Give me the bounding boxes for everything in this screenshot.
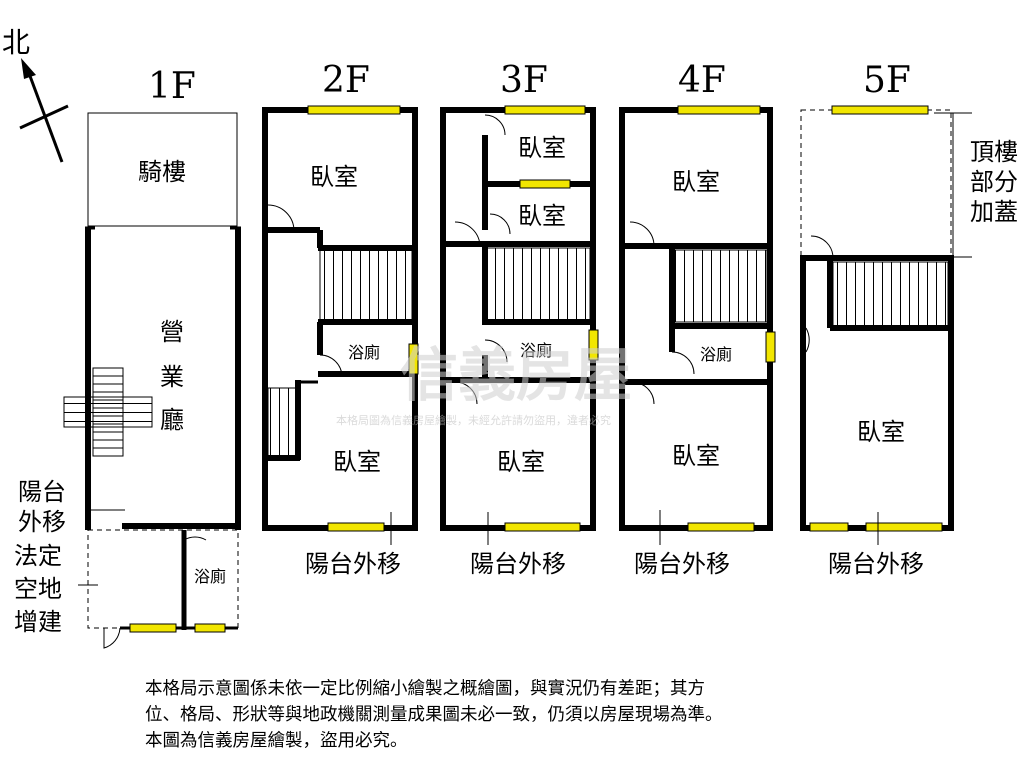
window-5f-top xyxy=(831,105,929,115)
note-roof-2: 部分 xyxy=(970,168,1018,196)
floor-5f: 5F 頂樓 部分 加蓋 臥室 陽台外移 xyxy=(800,60,1018,578)
window-3f-bottom xyxy=(504,522,581,532)
window-2f-bath xyxy=(408,343,419,375)
room-arcade: 騎樓 xyxy=(138,158,186,186)
window-3f-top xyxy=(504,105,586,115)
room-2f-bath: 浴廁 xyxy=(348,343,380,362)
room-4f-bath: 浴廁 xyxy=(700,345,732,364)
floor-2f: 2F 臥室 浴廁 臥室 陽台外移 xyxy=(262,60,419,578)
note-2f-balcony: 陽台外移 xyxy=(305,550,401,578)
room-5f-bed: 臥室 xyxy=(857,418,905,446)
room-3f-bed-top2: 臥室 xyxy=(518,202,566,230)
floor-label-5f: 5F xyxy=(863,60,911,101)
disclaimer-line-3: 本圖為信義房屋繪製，盜用必究。 xyxy=(145,731,408,751)
note-5f-balcony: 陽台外移 xyxy=(828,550,924,578)
room-3f-bath: 浴廁 xyxy=(520,341,552,360)
room-hall-char-3: 廳 xyxy=(160,406,184,434)
room-3f-bed-bottom: 臥室 xyxy=(497,448,545,476)
floor-label-1f: 1F xyxy=(148,66,196,107)
window-3f-bath xyxy=(588,329,599,361)
room-hall-char-1: 營 xyxy=(160,318,184,346)
room-bath-1f: 浴廁 xyxy=(194,567,226,586)
disclaimer: 本格局示意圖係未依一定比例縮小繪製之概繪圖，與實況仍有差距；其方 位、格局、形狀… xyxy=(145,676,885,754)
floor-3f: 3F 臥室 臥室 浴廁 臥室 陽台外移 xyxy=(440,60,599,578)
window-4f-top xyxy=(677,105,761,115)
north-label: 北 xyxy=(2,26,30,59)
window-5f-bottom-a xyxy=(809,522,849,532)
window-4f-bottom xyxy=(687,522,755,532)
floor-4f: 4F 臥室 浴廁 臥室 陽台外移 xyxy=(619,60,776,578)
watermark: 信義房屋 本格局圖為信義房屋繪製，未經允許請勿盜用，違者必究 xyxy=(336,341,632,427)
note-legal-2: 空地 xyxy=(14,575,62,603)
note-legal-1: 法定 xyxy=(14,542,62,570)
window-4f-bath xyxy=(765,331,776,363)
north-arrow-icon xyxy=(19,58,69,163)
room-3f-bed-top1: 臥室 xyxy=(518,134,566,162)
floor-label-3f: 3F xyxy=(500,60,548,101)
room-2f-bed-top: 臥室 xyxy=(310,163,358,191)
window-2f-bottom xyxy=(327,522,385,532)
window-1f-a xyxy=(129,623,177,633)
note-3f-balcony: 陽台外移 xyxy=(470,550,566,578)
room-hall-char-2: 業 xyxy=(160,363,184,391)
room-4f-bed-top: 臥室 xyxy=(672,168,720,196)
room-4f-bed-bottom: 臥室 xyxy=(672,442,720,470)
floor-label-4f: 4F xyxy=(678,60,726,101)
window-3f-mid xyxy=(519,179,571,189)
note-4f-balcony: 陽台外移 xyxy=(634,550,730,578)
note-roof-3: 加蓋 xyxy=(970,198,1018,226)
floor-label-2f: 2F xyxy=(322,60,370,101)
note-balcony-2: 外移 xyxy=(18,508,66,536)
watermark-notice: 本格局圖為信義房屋繪製，未經允許請勿盜用，違者必究 xyxy=(336,413,611,427)
note-legal-3: 增建 xyxy=(14,608,62,636)
watermark-brand: 信義房屋 xyxy=(400,341,632,409)
window-5f-bottom-b xyxy=(865,522,943,532)
note-balcony-1: 陽台 xyxy=(18,478,66,506)
room-2f-bed-bottom: 臥室 xyxy=(333,448,381,476)
window-2f-top xyxy=(307,105,401,115)
disclaimer-line-2: 位、格局、形狀等與地政機關測量成果圖未必一致，仍須以房屋現場為準。 xyxy=(145,705,723,725)
note-roof-1: 頂樓 xyxy=(970,138,1018,166)
disclaimer-line-1: 本格局示意圖係未依一定比例縮小繪製之概繪圖，與實況仍有差距；其方 xyxy=(145,679,705,699)
floor-1f: 1F 騎樓 營 業 廳 浴廁 陽台 xyxy=(14,66,241,649)
window-1f-b xyxy=(194,623,226,633)
